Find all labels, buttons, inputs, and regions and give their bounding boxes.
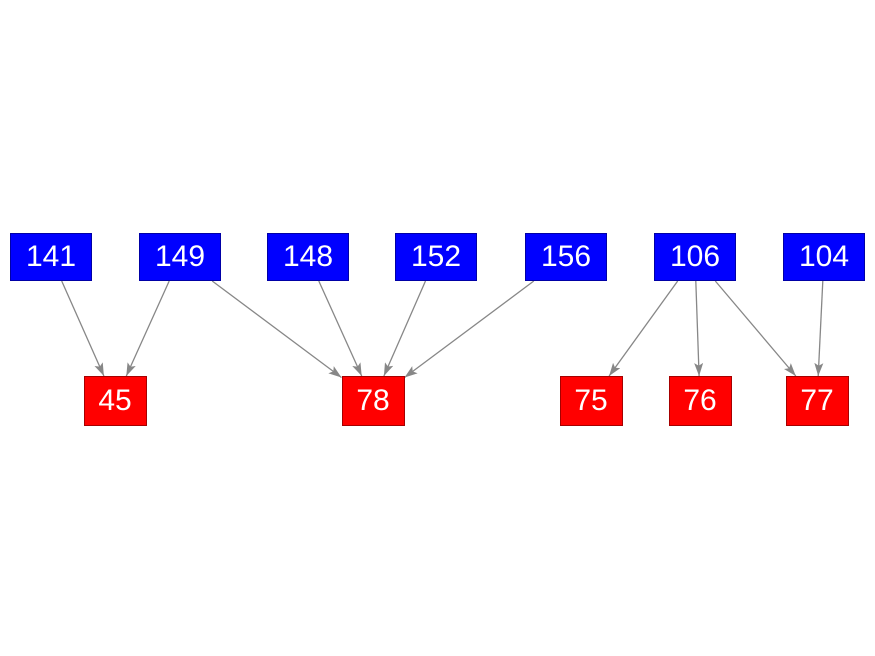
edge-104-77 [814,280,824,377]
node-78: 78 [341,376,405,426]
node-148: 148 [267,233,349,281]
node-106: 106 [654,233,736,281]
node-77: 77 [785,376,849,426]
node-104: 104 [783,233,865,281]
edge-141-45 [61,280,105,377]
node-156: 156 [525,233,607,281]
edge-106-75 [608,280,679,377]
node-152: 152 [395,233,477,281]
edge-149-78 [211,280,342,379]
node-75: 75 [559,376,623,426]
edge-156-78 [404,280,535,379]
node-45: 45 [83,376,147,426]
edge-106-77 [714,280,797,377]
node-76: 76 [668,376,732,426]
edge-152-78 [383,280,427,377]
edge-106-76 [694,280,704,377]
edge-149-45 [125,280,170,377]
node-141: 141 [10,233,92,281]
node-149: 149 [139,233,221,281]
edge-148-78 [318,280,363,377]
